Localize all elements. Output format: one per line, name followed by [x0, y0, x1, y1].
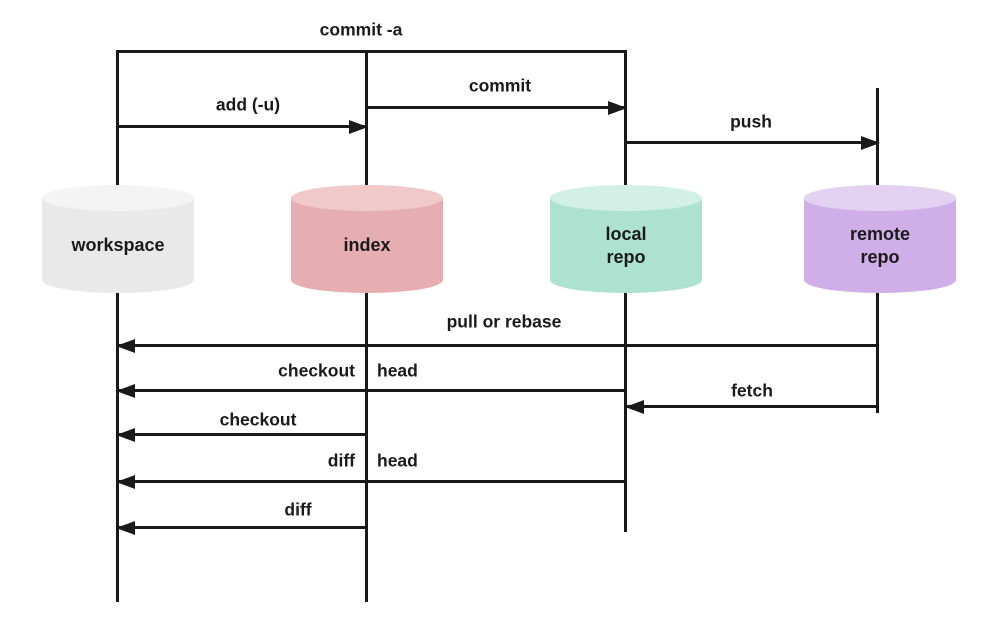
label-diff-head-diff: diff	[327, 450, 355, 471]
arrow-pull-or-rebase	[118, 344, 878, 347]
label-push: push	[730, 111, 772, 132]
label-diff-head-head: head	[377, 450, 418, 471]
workspace-cylinder-top	[42, 185, 194, 211]
arrow-commit	[366, 106, 625, 109]
workspace-lifeline	[116, 51, 119, 602]
label-checkout: checkout	[219, 409, 297, 430]
label-pull-or-rebase: pull or rebase	[446, 311, 562, 332]
arrow-checkout	[118, 433, 366, 436]
node-workspace: workspace	[42, 185, 194, 293]
label-diff: diff	[284, 499, 312, 520]
arrow-diff-head	[118, 480, 625, 483]
workspace-cylinder-body	[42, 198, 194, 293]
index-cylinder-top	[291, 185, 443, 211]
index-cylinder-body	[291, 198, 443, 293]
commit-a-bracket-line	[116, 50, 627, 53]
remote-repo-cylinder-top	[804, 185, 956, 211]
local-repo-cylinder-body	[550, 198, 702, 293]
arrow-push	[625, 141, 878, 144]
arrow-diff	[118, 526, 366, 529]
remote-repo-cylinder-body	[804, 198, 956, 293]
label-checkout-head-checkout: checkout	[278, 360, 355, 381]
index-lifeline	[365, 51, 368, 602]
arrow-add	[118, 125, 366, 128]
workspace-label: workspace	[71, 235, 165, 256]
node-index: index	[291, 185, 443, 293]
index-label: index	[343, 235, 391, 256]
arrow-checkout-head	[118, 389, 625, 392]
label-commit: commit	[468, 75, 532, 96]
arrow-fetch	[627, 405, 878, 408]
local-repo-cylinder-top	[550, 185, 702, 211]
label-add: add (-u)	[215, 94, 281, 115]
label-fetch: fetch	[731, 380, 773, 401]
label-checkout-head-head: head	[377, 360, 418, 381]
label-commit-a: commit -a	[319, 19, 403, 40]
